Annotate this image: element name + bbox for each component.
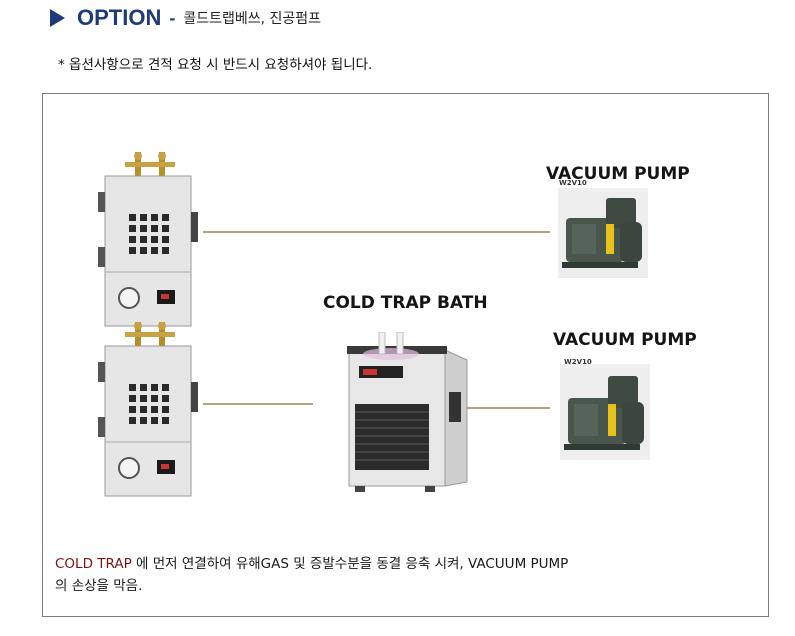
vacuum-pump-label-top: VACUUM PUMP bbox=[546, 164, 690, 184]
vacuum-pump-image-bottom: W2V10 bbox=[560, 358, 650, 460]
cold-trap-bath-image bbox=[341, 331, 473, 492]
connector-line-right bbox=[448, 407, 550, 409]
option-title: OPTION bbox=[77, 5, 162, 30]
connector-line-left bbox=[203, 403, 313, 405]
concentrator-image bbox=[98, 322, 198, 497]
cold-trap-bath-label: COLD TRAP BATH bbox=[323, 293, 488, 313]
pump-model-label: W2V10 bbox=[564, 358, 592, 366]
option-note: * 옵션사항으로 견적 요청 시 반드시 요청하셔야 됩니다. bbox=[58, 57, 373, 73]
title-dash: - bbox=[169, 7, 176, 28]
concentrator-image bbox=[98, 152, 198, 327]
vacuum-pump-image-top: W2V10 bbox=[558, 179, 648, 278]
concentrator-unit-bottom bbox=[95, 322, 200, 497]
cold-trap-highlight: COLD TRAP bbox=[55, 556, 132, 572]
option-description: COLD TRAP 에 먼저 연결하여 유해GAS 및 증발수분을 동결 응축 … bbox=[55, 553, 735, 597]
option-subtitle: 콜드트랩베쓰, 진공펌프 bbox=[183, 11, 322, 27]
options-panel: VACUUM PUMP COLD TRAP BATH VACUUM PUMP W… bbox=[42, 93, 769, 617]
concentrator-unit-top bbox=[95, 152, 200, 327]
description-line1: 에 먼저 연결하여 유해GAS 및 증발수분을 동결 응축 시켜, VACUUM… bbox=[131, 556, 569, 572]
pump-model-label: W2V10 bbox=[559, 179, 587, 187]
vacuum-pump-label-bottom: VACUUM PUMP bbox=[553, 330, 697, 350]
option-header: OPTION - 콜드트랩베쓰, 진공펌프 bbox=[50, 4, 321, 32]
connector-line-top bbox=[203, 231, 550, 233]
triangle-bullet-icon bbox=[50, 9, 65, 27]
description-line2: 의 손상을 막음. bbox=[55, 578, 143, 594]
